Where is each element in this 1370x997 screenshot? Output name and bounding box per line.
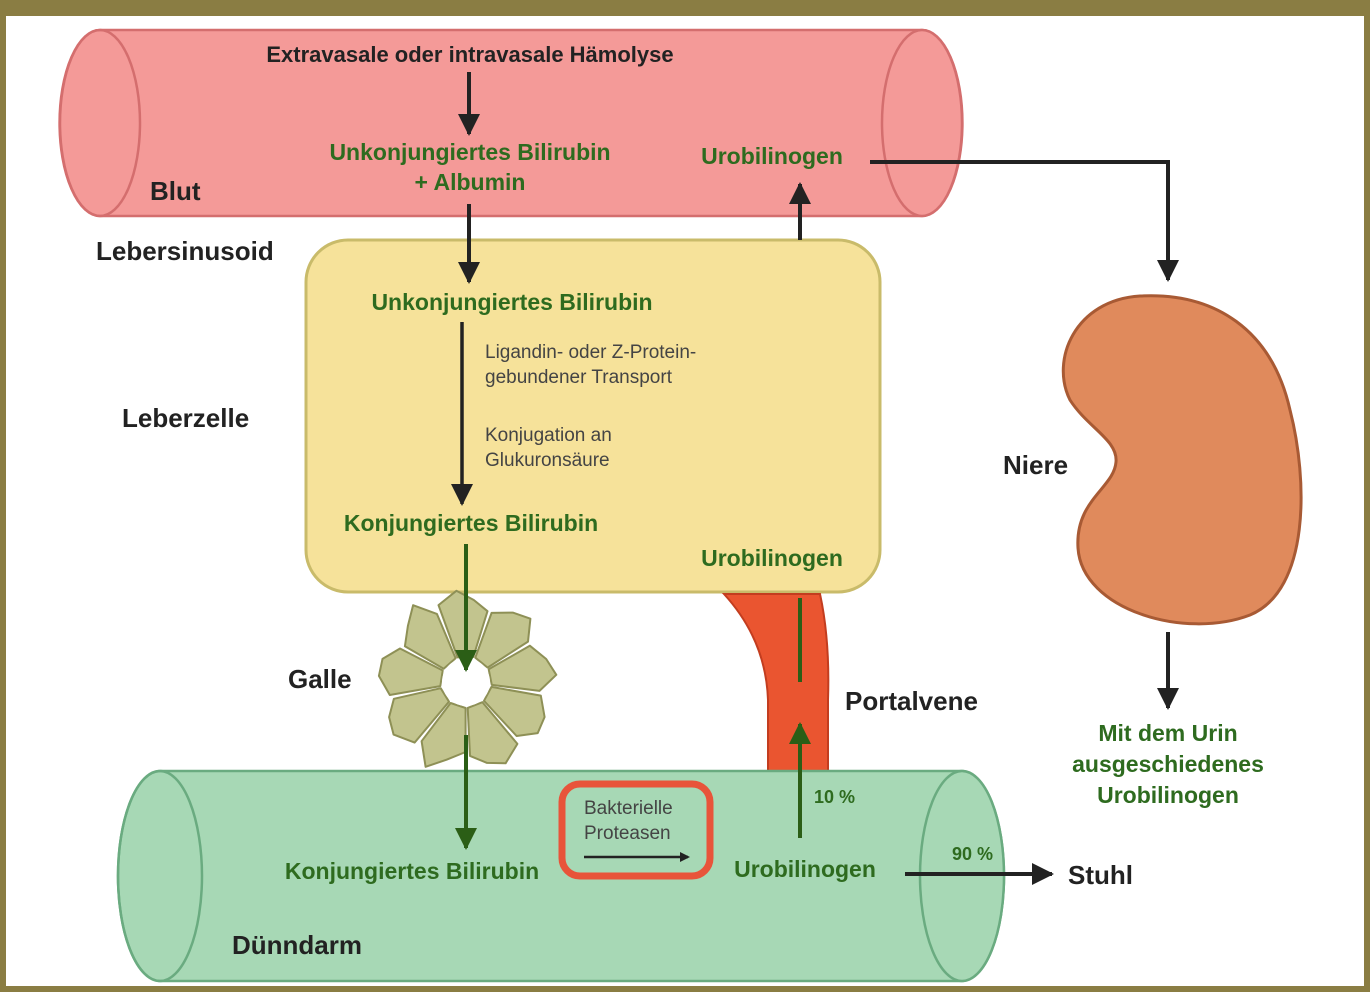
stool-label: Stuhl [1068, 860, 1133, 890]
urine-line1: Mit dem Urin [1098, 720, 1237, 746]
liver-conj: Konjungiertes Bilirubin [344, 510, 598, 536]
hemolysis-label: Extravasale oder intravasale Hämolyse [266, 42, 673, 67]
blood-urobilinogen: Urobilinogen [701, 143, 843, 169]
liver-unconj: Unkonjungiertes Bilirubin [371, 289, 652, 315]
frame-top-bar [0, 0, 1370, 16]
blood-unconj-line2: + Albumin [415, 169, 526, 195]
liver-conjugation-line2: Glukuronsäure [485, 450, 610, 471]
urine-line2: ausgeschiedenes [1072, 751, 1264, 777]
small-intestine-label: Dünndarm [232, 930, 362, 960]
liver-conjugation-line1: Konjugation an [485, 425, 612, 446]
urine-line3: Urobilinogen [1097, 782, 1239, 808]
kidney-label: Niere [1003, 450, 1068, 480]
intestine-urobilinogen: Urobilinogen [734, 856, 876, 882]
liver-sinusoid-label: Lebersinusoid [96, 236, 274, 266]
portal-vein-label: Portalvene [845, 686, 978, 716]
blood-unconj-line1: Unkonjungiertes Bilirubin [329, 139, 610, 165]
protease-line2: Proteasen [584, 823, 671, 844]
liver-transport-line2: gebundener Transport [485, 367, 673, 388]
liver-cell-label: Leberzelle [122, 403, 249, 433]
pct-stool: 90 % [952, 844, 993, 864]
pct-portal: 10 % [814, 787, 855, 807]
liver-transport-line1: Ligandin- oder Z-Protein- [485, 342, 696, 363]
intestine-conj: Konjungiertes Bilirubin [285, 858, 539, 884]
bile-label: Galle [288, 664, 352, 694]
protease-line1: Bakterielle [584, 798, 673, 819]
liver-urobilinogen: Urobilinogen [701, 545, 843, 571]
blood-label: Blut [150, 176, 201, 206]
